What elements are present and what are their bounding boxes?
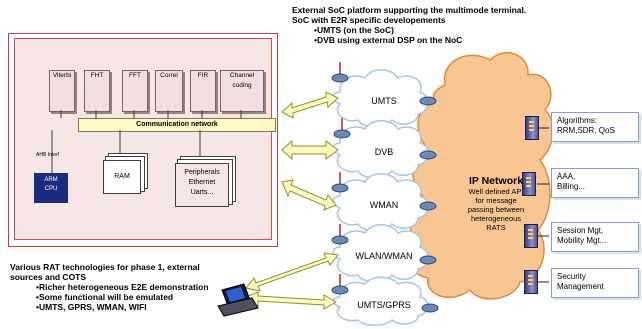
ip-network-desc-line: RATS (486, 223, 506, 232)
server-icon (524, 270, 538, 294)
bottom-note-line1: Various RAT technologies for phase 1, ex… (10, 262, 200, 272)
soc-block-fir: FIR (190, 70, 216, 112)
router-icon (333, 129, 351, 139)
top-note-bullet: UMTS (on the SoC) (314, 25, 637, 35)
bottom-note-bullet: UMTS, GPRS, WMAN, WIFI (36, 302, 280, 312)
top-note-line2: SoC with E2R specific developements (292, 15, 446, 25)
soc-block-fht: FHT (84, 70, 110, 112)
service-line: Session Mgt, (557, 226, 604, 235)
ram-label: RAM (114, 173, 130, 180)
top-note-line1: External SoC platform supporting the mul… (292, 5, 527, 15)
router-icon (331, 183, 349, 193)
arm-cpu-line: ARM (44, 177, 58, 183)
cloud-umts (332, 69, 429, 128)
service-line: Security (557, 272, 586, 281)
soc-block-correl: Correl (155, 70, 183, 112)
arrow-terminal-umts-gprs (245, 291, 337, 310)
ip-network-title: IP Network (468, 175, 524, 187)
arm-cpu-line: CPU (44, 186, 58, 192)
router-icon (331, 235, 349, 245)
router-icon (419, 201, 437, 211)
soc-block-viterbi: Viterbi (49, 70, 75, 112)
routers (331, 73, 439, 313)
server-icon (525, 116, 539, 140)
network-label-dvb: DVB (374, 147, 394, 157)
ip-network-text: IP Network Well defined API for message … (446, 175, 546, 232)
service-box-algorithms: Algorithms: RRM,SDR, QoS (551, 112, 639, 142)
bottom-note-bullet: Richer heterogeneous E2E demonstration (36, 282, 280, 292)
bottom-note: Various RAT technologies for phase 1, ex… (10, 262, 280, 312)
communication-network-bus: Communication network (78, 118, 276, 132)
soc-block-fft: FFT (122, 70, 148, 112)
router-icon (421, 303, 439, 313)
cloud-umts-gprs (332, 276, 429, 326)
ahb-interface-label: AHB Interf (36, 152, 60, 158)
service-box-security: Security Management (551, 268, 639, 298)
arm-cpu-block: ARM CPU (34, 173, 68, 203)
server-icon (522, 172, 536, 196)
link-arrows (245, 91, 339, 310)
cloud-wlan-wman (332, 224, 429, 283)
peripherals-line: Ethernet (188, 179, 216, 186)
router-icon (419, 255, 437, 265)
laptop-terminal-icon (217, 283, 259, 317)
ip-network-desc-line: Well defined API (468, 187, 524, 196)
bottom-note-line2: sources and COTS (10, 272, 87, 282)
router-icon (419, 150, 437, 160)
antennas (339, 62, 343, 286)
cloud-wman (332, 173, 429, 232)
ip-network-desc-line: passing between (467, 205, 525, 214)
peripherals-block: Peripherals Ethernet Uarts... (175, 163, 229, 207)
arrow-soc-umts (281, 91, 339, 119)
top-note: External SoC platform supporting the mul… (292, 5, 637, 45)
network-label-umts-gprs: UMTS/GPRS (357, 300, 411, 310)
peripherals-line: Uarts... (190, 189, 214, 196)
service-line: AAA, (557, 172, 576, 181)
router-icon (331, 73, 349, 83)
peripherals-line: Peripherals (184, 169, 220, 176)
ram-block: RAM (103, 160, 141, 194)
network-label-wman: WMAN (369, 200, 399, 210)
service-line: RRM,SDR, QoS (557, 126, 615, 135)
arrow-terminal-wlan (245, 252, 339, 292)
service-box-aaa-billing: AAA, Billing... (551, 168, 639, 198)
soc-block-channel-coding: Channel coding (220, 70, 264, 112)
network-clouds (332, 69, 429, 326)
service-line: Algorithms: (557, 116, 598, 125)
server-icon (524, 224, 538, 248)
soc-connectors (51, 110, 242, 173)
ip-network-desc-line: for message (475, 196, 517, 205)
service-line: Billing... (557, 182, 586, 191)
arrow-soc-dvb (281, 139, 339, 161)
service-box-session-mobility: Session Mgt, Mobility Mgt... (551, 222, 639, 252)
arrow-soc-wman (281, 179, 337, 211)
network-label-wlan-wman: WLAN/WMAN (355, 251, 413, 261)
ip-network-desc-line: heterogeneous (470, 214, 522, 223)
service-line: Management (557, 282, 604, 291)
top-note-bullet: DVB using external DSP on the NoC (314, 35, 637, 45)
network-label-umts: UMTS (371, 96, 397, 106)
bottom-note-bullet: Some functional will be emulated (36, 292, 280, 302)
server-links (537, 127, 549, 283)
router-icon (331, 285, 349, 295)
cloud-dvb (332, 120, 429, 179)
router-icon (419, 96, 437, 106)
service-line: Mobility Mgt... (557, 236, 607, 245)
